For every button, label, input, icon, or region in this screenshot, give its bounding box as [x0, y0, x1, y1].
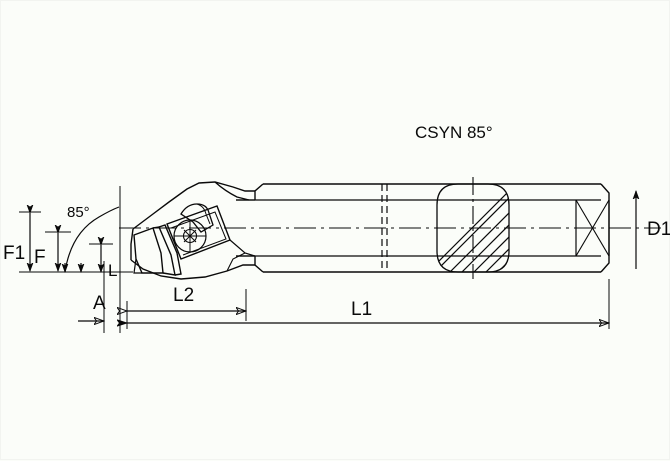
dimension-label-d1: D1 [647, 219, 670, 240]
dimension-label-a: A [93, 293, 106, 314]
dimension-label-l: L [108, 261, 117, 280]
angle-label-85: 85° [67, 204, 90, 221]
drawing-title: CSYN 85° [415, 123, 493, 142]
dimension-label-l2: L2 [173, 285, 194, 306]
dimension-label-f: F [34, 247, 46, 268]
dimension-label-l1: L1 [351, 299, 372, 320]
dimension-label-f1: F1 [3, 243, 25, 264]
